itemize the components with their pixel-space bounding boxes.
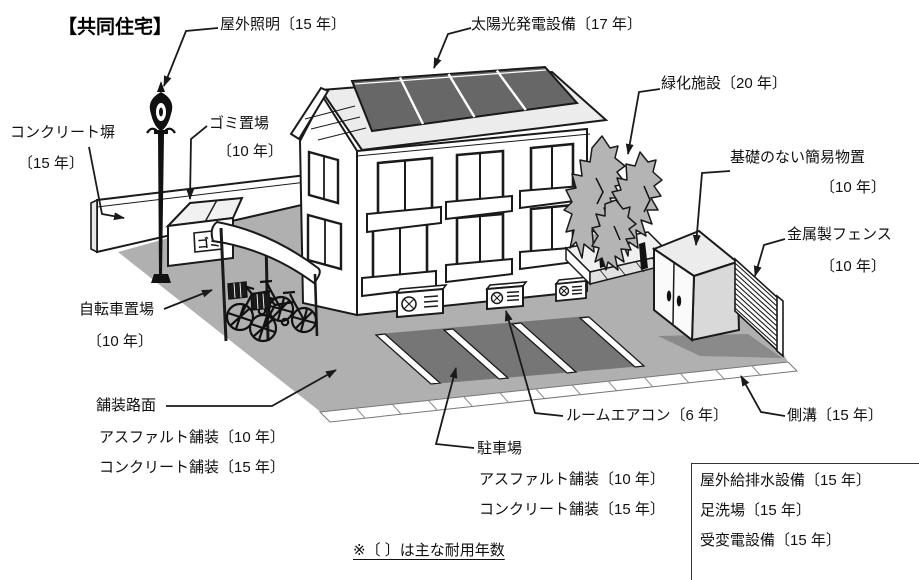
label-garbage-area: ゴミ置場 [209, 115, 270, 132]
label-metal-fence-years: 〔10 年〕 [820, 258, 886, 275]
tree-trunk [639, 242, 648, 270]
greenery-icon [563, 135, 672, 286]
tree-icon [591, 199, 637, 271]
leader-solar [433, 27, 472, 69]
leader-lines [88, 27, 786, 449]
roof-gable-edge [289, 86, 330, 141]
leader-outdoor-lighting [163, 27, 219, 87]
page-title: 【共同住宅】 [58, 17, 173, 38]
tree-icon [563, 135, 627, 259]
label-outdoor-lighting: 屋外照明〔15 年〕 [220, 16, 346, 33]
legend-item-drainage: 屋外給排水設備〔15 年〕 [700, 472, 871, 489]
fence-shadow [658, 334, 782, 358]
metal-fence-icon [734, 257, 784, 358]
apartment-building-icon [289, 65, 609, 319]
leader-parking [434, 367, 475, 449]
leader-gutter [740, 375, 786, 417]
label-parking-lot-concrete: コンクリート舗装〔15 年〕 [479, 501, 665, 518]
legend-item-substation: 受変電設備〔15 年〕 [700, 532, 841, 549]
label-parking-lot-asphalt: アスファルト舗装〔10 年〕 [479, 471, 665, 488]
street-lamp-icon [146, 81, 176, 283]
leader-pavement [166, 369, 337, 407]
parking-area [374, 316, 646, 385]
label-concrete-wall-years: 〔15 年〕 [18, 155, 84, 172]
solar-panel-icon [350, 65, 579, 133]
label-bicycle-parking: 自転車置場 [79, 301, 155, 318]
leader-greening [625, 88, 661, 155]
legend-item-footwash: 足洗場〔15 年〕 [700, 502, 811, 519]
label-solar-power: 太陽光発電設備〔17 年〕 [471, 16, 642, 33]
label-bicycle-parking-years: 〔10 年〕 [87, 333, 153, 350]
aircon-unit-icon [395, 276, 591, 319]
leader-fence [753, 238, 786, 277]
bicycle-icon [248, 290, 318, 343]
leader-aircon [504, 310, 564, 417]
label-metal-fence: 金属製フェンス [787, 226, 892, 243]
bicycle-shelter-icon [210, 220, 321, 343]
label-gutter: 側溝〔15 年〕 [787, 407, 883, 424]
parking-stripe [578, 316, 646, 368]
parking-stripe [442, 328, 510, 380]
label-greening: 緑化施設〔20 年〕 [661, 75, 787, 92]
label-garbage-area-years: 〔10 年〕 [217, 143, 283, 160]
legend-box: 屋外給排水設備〔15 年〕 足洗場〔15 年〕 受変電設備〔15 年〕 [691, 463, 919, 580]
label-paved-road-asphalt: アスファルト舗装〔10 年〕 [99, 429, 285, 446]
gutter-tiles [318, 361, 799, 423]
leader-garbage [186, 125, 208, 200]
parking-stripe [374, 333, 442, 385]
label-paved-road: 舗装路面 [96, 397, 157, 414]
label-concrete-wall: コンクリート塀 [10, 124, 116, 141]
leader-concrete-wall [88, 146, 125, 221]
label-paved-road-concrete: コンクリート舗装〔15 年〕 [99, 459, 285, 476]
label-room-aircon: ルームエアコン〔6 年〕 [566, 407, 729, 424]
leader-bicycle [163, 289, 213, 310]
label-simple-shed: 基礎のない簡易物置 [730, 149, 866, 166]
footnote: ※〔 〕は主な耐用年数 [353, 542, 505, 559]
shed-icon [651, 229, 741, 343]
label-parking-lot: 駐車場 [477, 440, 523, 457]
balcony-icon [361, 184, 583, 298]
leader-shed [692, 170, 731, 246]
parking-stripe [510, 322, 578, 374]
label-simple-shed-years: 〔10 年〕 [820, 179, 886, 196]
